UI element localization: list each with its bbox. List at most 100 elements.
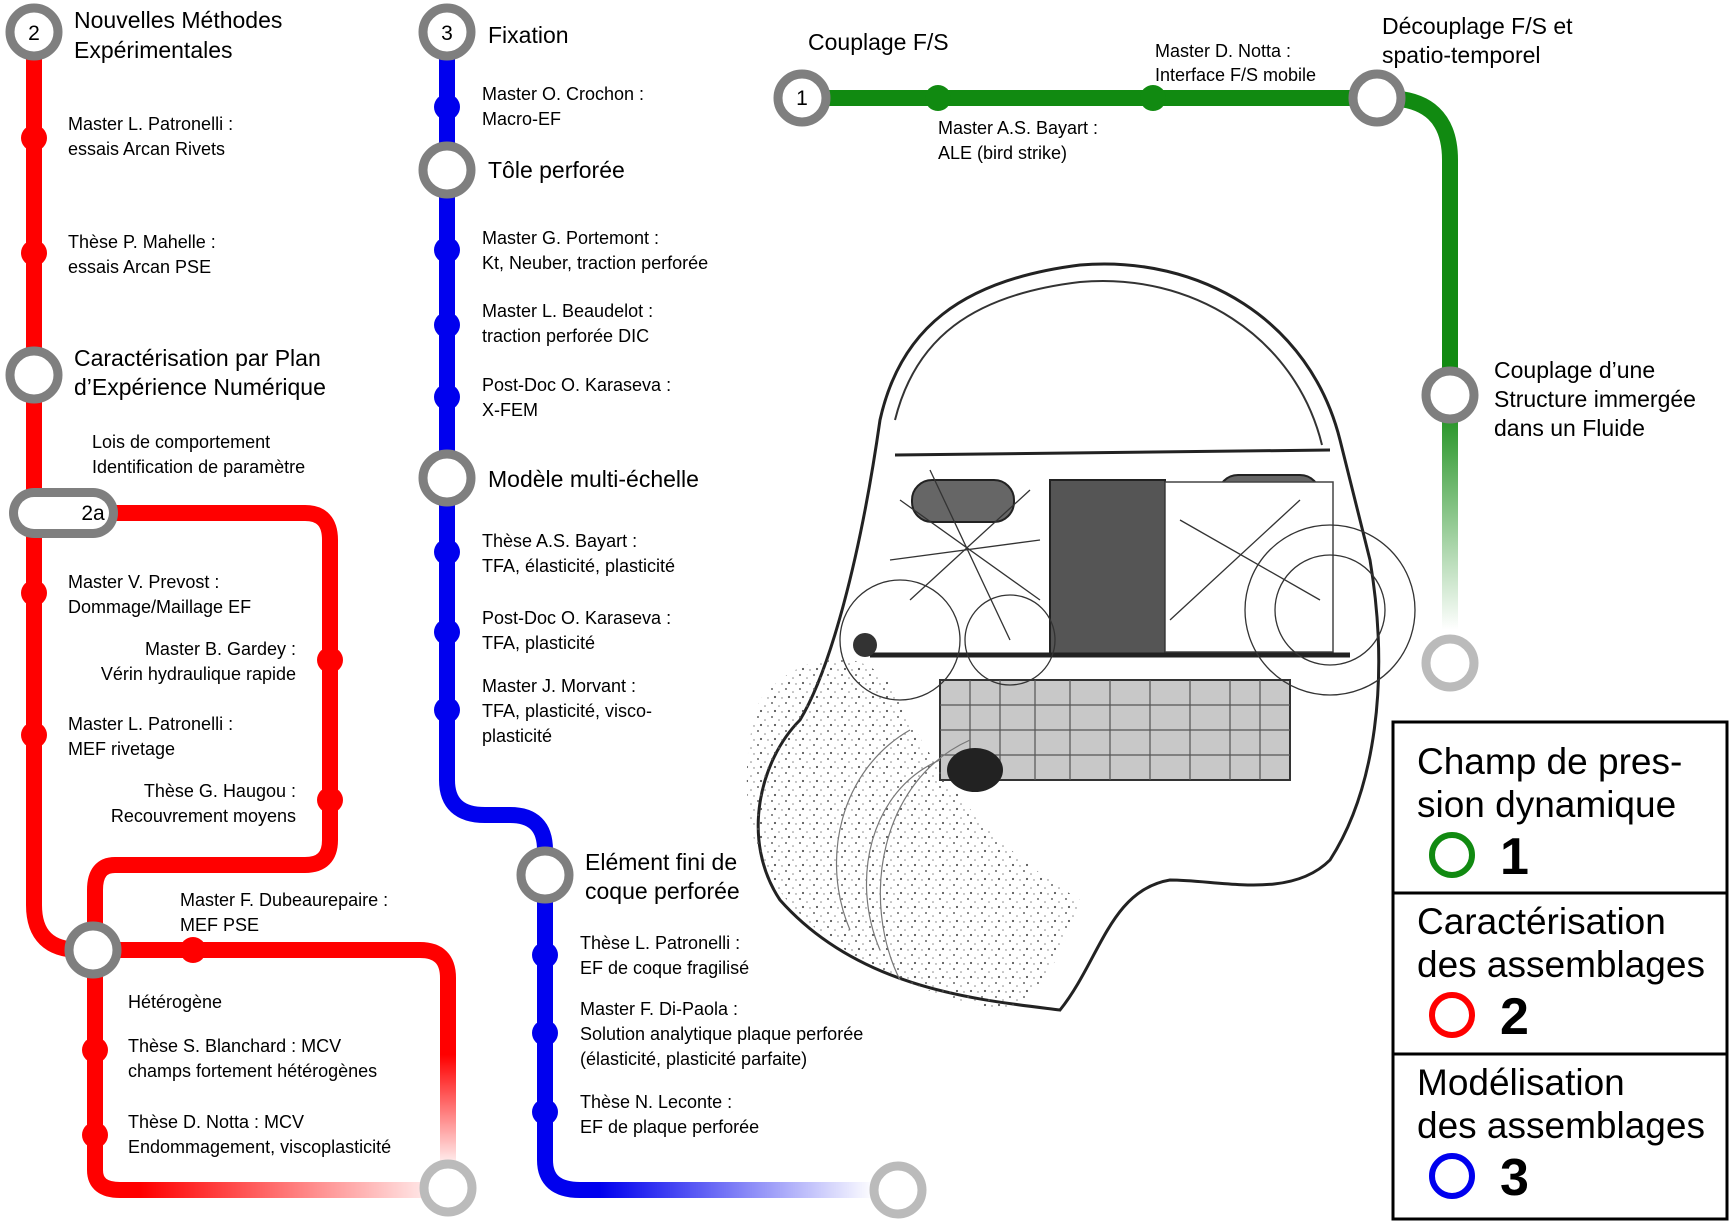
line-2-stop-haugou[interactable] bbox=[317, 787, 343, 813]
line-3-morvant-l2: TFA, plasticité, visco- bbox=[482, 701, 652, 721]
line-2-gardey-l2: Vérin hydraulique rapide bbox=[101, 664, 296, 684]
legend-1-number: 1 bbox=[1500, 828, 1529, 886]
line-2-stop-notta[interactable] bbox=[82, 1122, 108, 1148]
line-2-heterogene-track bbox=[95, 942, 456, 1055]
line-3-station-multi[interactable] bbox=[418, 449, 476, 507]
line-3-bayart-l2: TFA, élasticité, plasticité bbox=[482, 556, 675, 576]
line-3-stop-portemont[interactable] bbox=[434, 237, 460, 263]
line-2-fade-bottom bbox=[140, 1182, 440, 1198]
line-3-beaudelot-l1: Master L. Beaudelot : bbox=[482, 301, 653, 321]
legend-3-l2: des assemblages bbox=[1417, 1105, 1705, 1146]
line-2-stop-blanchard[interactable] bbox=[82, 1037, 108, 1063]
line-3-number: 3 bbox=[441, 22, 453, 45]
line-3-stop-leconte[interactable] bbox=[532, 1099, 558, 1125]
line-2-patronelli-mef-l2: MEF rivetage bbox=[68, 739, 175, 759]
vehicle-inner-outline bbox=[894, 280, 1323, 446]
line-2-prevost-l1: Master V. Prevost : bbox=[68, 572, 219, 592]
line-3-portemont-l2: Kt, Neuber, traction perforée bbox=[482, 253, 708, 273]
line-3-karaseva2-l1: Post-Doc O. Karaseva : bbox=[482, 608, 671, 628]
line-2-stop-prevost[interactable] bbox=[21, 580, 47, 606]
line-3-fade bbox=[600, 1182, 875, 1198]
legend-1-l1: Champ de pres- bbox=[1417, 741, 1682, 782]
vehicle-top-bar bbox=[894, 448, 1331, 457]
line-1-immersed-l3: dans un Fluide bbox=[1494, 415, 1645, 441]
legend-1-ring bbox=[1429, 832, 1475, 878]
line-3-track bbox=[439, 35, 600, 1198]
line-2-dubeaurepaire-l2: MEF PSE bbox=[180, 915, 259, 935]
line-2-mahelle-l1: Thèse P. Mahelle : bbox=[68, 232, 216, 252]
line-3-patronelli-these-l2: EF de coque fragilisé bbox=[580, 958, 749, 978]
line-3 bbox=[418, 3, 927, 1219]
legend-1-l2: sion dynamique bbox=[1417, 784, 1676, 825]
line-2-fade-right bbox=[440, 1055, 456, 1165]
line-2-station-heterogene[interactable] bbox=[64, 921, 122, 979]
line-1-immersed-l2: Structure immergée bbox=[1494, 386, 1696, 412]
line-3-title: Fixation bbox=[488, 22, 569, 48]
line-2-branch-number: 2a bbox=[81, 502, 105, 525]
line-1-start-station[interactable] bbox=[773, 69, 831, 127]
line-2-end-station[interactable] bbox=[419, 1159, 477, 1217]
line-3-end-station[interactable] bbox=[869, 1161, 927, 1219]
line-1-number: 1 bbox=[796, 87, 808, 110]
line-2-mahelle-l2: essais Arcan PSE bbox=[68, 257, 211, 277]
line-3-stop-crochon[interactable] bbox=[434, 94, 460, 120]
line-2-notta-l1: Thèse D. Notta : MCV bbox=[128, 1112, 304, 1132]
line-3-leconte-l2: EF de plaque perforée bbox=[580, 1117, 759, 1137]
line-3-crochon-l2: Macro-EF bbox=[482, 109, 561, 129]
line-2-stop-mahelle[interactable] bbox=[21, 240, 47, 266]
line-3-dipaola-l2: Solution analytique plaque perforée bbox=[580, 1024, 863, 1044]
line-3-multi: Modèle multi-échelle bbox=[488, 466, 699, 492]
legend-2-l1: Caractérisation bbox=[1417, 901, 1666, 942]
line-2-haugou-l2: Recouvrement moyens bbox=[111, 806, 296, 826]
line-3-stop-bayart[interactable] bbox=[434, 539, 460, 565]
line-2-prevost-l2: Dommage/Maillage EF bbox=[68, 597, 251, 617]
line-3-stop-patronelli-these[interactable] bbox=[532, 942, 558, 968]
line-2-gardey-l1: Master B. Gardey : bbox=[145, 639, 296, 659]
vehicle-left-pod bbox=[911, 479, 1015, 523]
legend-2-ring bbox=[1429, 992, 1475, 1038]
line-3-dipaola-l1: Master F. Di-Paola : bbox=[580, 999, 738, 1019]
line-2-plan-note-l2: Identification de paramètre bbox=[92, 457, 305, 477]
vehicle-white-panel bbox=[1164, 481, 1334, 653]
vehicle-spray-region bbox=[746, 658, 1080, 1010]
line-1-station-immersed[interactable] bbox=[1421, 366, 1479, 424]
legend-3-l1: Modélisation bbox=[1417, 1062, 1625, 1103]
line-1-stop-bayart[interactable] bbox=[925, 85, 951, 111]
legend-box bbox=[1391, 720, 1729, 1221]
line-2-notta-l2: Endommagement, viscoplasticité bbox=[128, 1137, 391, 1157]
line-3-start-station[interactable] bbox=[418, 3, 476, 61]
line-2-stop-gardey[interactable] bbox=[317, 647, 343, 673]
line-3-coque-l1: Elément fini de bbox=[585, 849, 737, 875]
line-1-stop-notta[interactable] bbox=[1140, 85, 1166, 111]
line-1-decouplage-l2: spatio-temporel bbox=[1382, 42, 1541, 68]
line-3-tole: Tôle perforée bbox=[488, 157, 625, 183]
vehicle-center-block bbox=[1049, 479, 1166, 656]
line-2-stop-dubeaurepaire[interactable] bbox=[180, 937, 206, 963]
line-1-decouplage-l1: Découplage F/S et bbox=[1382, 13, 1573, 39]
line-1-stop-bayart-l2: ALE (bird strike) bbox=[938, 143, 1067, 163]
line-3-stop-morvant[interactable] bbox=[434, 697, 460, 723]
line-2-haugou-l1: Thèse G. Haugou : bbox=[144, 781, 296, 801]
line-3-karaseva1-l2: X-FEM bbox=[482, 400, 538, 420]
line-2-plan-note-l1: Lois de comportement bbox=[92, 432, 270, 452]
line-3-stop-karaseva-1[interactable] bbox=[434, 384, 460, 410]
line-3-stop-karaseva-2[interactable] bbox=[434, 619, 460, 645]
line-1-station-decouplage[interactable] bbox=[1348, 69, 1406, 127]
line-2-stop-patronelli[interactable] bbox=[21, 125, 47, 151]
line-2-title-l1: Nouvelles Méthodes bbox=[74, 7, 282, 33]
line-1-end-station[interactable] bbox=[1421, 634, 1479, 692]
line-2-start-station[interactable] bbox=[5, 3, 63, 61]
legend-2-number: 2 bbox=[1500, 988, 1529, 1046]
line-3-stop-dipaola[interactable] bbox=[532, 1020, 558, 1046]
line-3-morvant-l3: plasticité bbox=[482, 726, 552, 746]
line-2-stop-patronelli-mef[interactable] bbox=[21, 722, 47, 748]
line-3-station-tole[interactable] bbox=[418, 141, 476, 199]
vehicle-dark-splat bbox=[947, 748, 1003, 792]
vehicle-spray-spot bbox=[853, 633, 877, 657]
line-2-blanchard-l1: Thèse S. Blanchard : MCV bbox=[128, 1036, 341, 1056]
line-2-dubeaurepaire-l1: Master F. Dubeaurepaire : bbox=[180, 890, 388, 910]
line-3-station-coque[interactable] bbox=[516, 846, 574, 904]
line-1-stop-bayart-l1: Master A.S. Bayart : bbox=[938, 118, 1098, 138]
line-3-stop-beaudelot[interactable] bbox=[434, 312, 460, 338]
line-2-station-plan[interactable] bbox=[5, 346, 63, 404]
